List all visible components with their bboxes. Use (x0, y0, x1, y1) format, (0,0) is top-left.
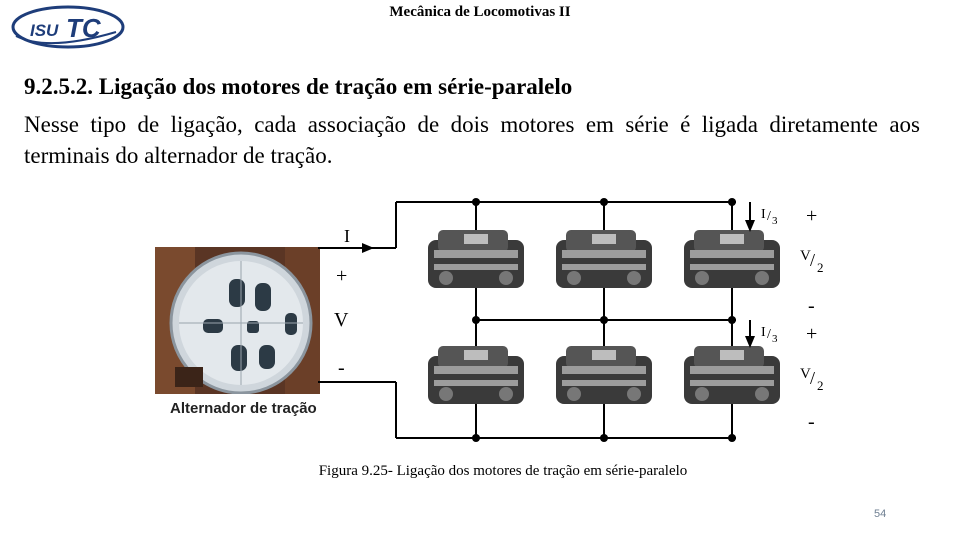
traction-motor (428, 230, 524, 288)
minus-label: - (808, 411, 815, 433)
alternator-photo (155, 247, 320, 394)
branch-current-arrow (745, 320, 755, 348)
voltage-label: V (334, 309, 349, 331)
plus-label: + (806, 323, 817, 345)
branch-current-arrow (745, 202, 755, 232)
page-number: 54 (874, 508, 886, 520)
current-third-den: 3 (772, 333, 778, 345)
current-third-num: I (761, 207, 766, 222)
fraction-slash: / (810, 250, 815, 270)
body-paragraph: Nesse tipo de ligação, cada associação d… (24, 109, 920, 171)
traction-motor (684, 230, 780, 288)
current-third-den: 3 (772, 215, 778, 227)
current-third-num: I (761, 325, 766, 340)
current-label: I (344, 226, 350, 246)
traction-motor (556, 346, 652, 404)
fraction-slash: / (767, 209, 771, 224)
circuit-wires (318, 202, 736, 438)
half-voltage-den: 2 (817, 378, 824, 393)
section-heading: 9.2.5.2. Ligação dos motores de tração e… (24, 74, 572, 100)
traction-motor (556, 230, 652, 288)
svg-text:ISU: ISU (30, 21, 59, 40)
plus-label: + (806, 205, 817, 227)
minus-label: - (338, 357, 345, 379)
traction-motor (428, 346, 524, 404)
figure-caption: Figura 9.25- Ligação dos motores de traç… (0, 463, 960, 480)
plus-label: + (336, 265, 347, 287)
fraction-slash: / (767, 327, 771, 342)
header-title: Mecânica de Locomotivas II (0, 4, 960, 21)
traction-motor (684, 346, 780, 404)
photo-caption: Alternador de tração (170, 400, 317, 417)
minus-label: - (808, 295, 815, 317)
fraction-slash: / (810, 368, 815, 388)
series-parallel-circuit: I + V - I / 3 I / 3 + V / 2 - + V / 2 - (318, 192, 838, 444)
half-voltage-den: 2 (817, 260, 824, 275)
